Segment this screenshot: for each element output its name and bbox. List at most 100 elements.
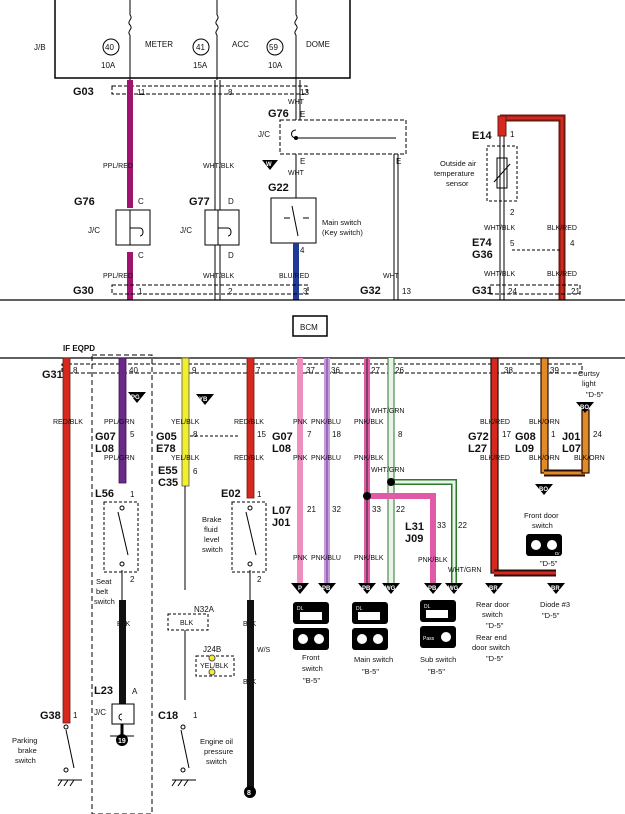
g31-pin-36: 36 bbox=[331, 366, 340, 375]
front-sw-dl: DL bbox=[297, 606, 304, 612]
e02-pin-1: 1 bbox=[257, 490, 262, 499]
column-rear-door: BLK/RED BLK/RED G72 L27 17 BR BR Rear do… bbox=[468, 357, 570, 663]
g31-pin-40: 40 bbox=[129, 366, 138, 375]
fuse-41-name: ACC bbox=[232, 40, 249, 49]
e74-wire-r: BLK/RED bbox=[547, 271, 577, 278]
g31-pin-38: 38 bbox=[504, 366, 513, 375]
l23-pin-a: A bbox=[132, 687, 138, 696]
wire-pnk-blk-3: PNK/BLK bbox=[354, 555, 384, 562]
g38-label: G38 bbox=[40, 710, 61, 722]
g72-label-b: L27 bbox=[468, 443, 487, 455]
g31-top-pin-21: 21 bbox=[571, 287, 580, 296]
j01-label-b: L07 bbox=[562, 443, 581, 455]
g76-top-pin-e: E bbox=[300, 110, 305, 119]
n32a-label: N32A bbox=[194, 605, 215, 614]
courtesy-caption-2: light bbox=[582, 379, 597, 388]
g03-label: G03 bbox=[73, 86, 94, 98]
column-courtesy: BLK/ORN BLK/ORN BLK/ORN G08 L09 1 J01 L0… bbox=[515, 357, 605, 568]
l31-label-a: L31 bbox=[405, 521, 424, 533]
wire-blk-1: BLK bbox=[117, 621, 131, 628]
fuse-40: 40 METER 10A bbox=[101, 0, 173, 80]
wire-pnk-blu-3: PNK/BLU bbox=[311, 555, 341, 562]
wire-ws: W/S bbox=[257, 647, 271, 654]
column-seat-belt: PPL/GRN PPL/GRN PG G07 L08 5 L56 1 2 Sea… bbox=[94, 357, 146, 746]
g72-label-a: G72 bbox=[468, 431, 489, 443]
g22-label: G22 bbox=[268, 182, 289, 194]
g07-label-b: L08 bbox=[95, 443, 114, 455]
main-sw-dl: DL bbox=[356, 606, 363, 612]
g08-pin-1: 1 bbox=[551, 430, 556, 439]
front-door-caption-2: switch bbox=[532, 521, 553, 530]
bo-marker-2-label: BO bbox=[539, 487, 548, 493]
main-sw-caption: Main switch bbox=[354, 655, 393, 664]
e74-wire-l: WHT/BLK bbox=[484, 271, 515, 278]
e02-caption-3: level bbox=[204, 535, 220, 544]
e02-caption-2: fluid bbox=[204, 525, 218, 534]
wire-wht-g32: WHT bbox=[383, 154, 400, 300]
g05-label-b: E78 bbox=[156, 443, 176, 455]
connector-g31-top: G31 24 21 bbox=[472, 284, 581, 297]
fuse-59-amps: 10A bbox=[268, 61, 283, 70]
fuse-40-amps: 10A bbox=[101, 61, 116, 70]
g76-top-jc: J/C bbox=[258, 130, 270, 139]
wire-red-blk-3: RED/BLK bbox=[234, 455, 264, 462]
courtesy-ref: "D-5" bbox=[586, 390, 604, 399]
g32-pin-13: 13 bbox=[402, 287, 411, 296]
connector-g76-top: WHT G76 E J/C E E WHT bbox=[258, 80, 407, 177]
if-eqpd-label: IF EQPD bbox=[63, 344, 95, 353]
j24b-label: J24B bbox=[203, 645, 221, 654]
pb-marker-3: PB bbox=[424, 583, 442, 594]
connector-g30: G30 1 2 3 bbox=[73, 284, 309, 297]
l56-caption-1: Seat bbox=[96, 577, 112, 586]
p-marker: P bbox=[291, 583, 309, 594]
fuse-59-name: DOME bbox=[306, 40, 330, 49]
g31-bottom-label: G31 bbox=[42, 369, 63, 381]
g31-top-pin-24: 24 bbox=[508, 287, 517, 296]
main-pin-22: 22 bbox=[396, 505, 405, 514]
g22-caption-1: Main switch bbox=[322, 218, 361, 227]
ground-19: 19 bbox=[118, 738, 126, 745]
g31-pin-26: 26 bbox=[395, 366, 404, 375]
c18-label: C18 bbox=[158, 710, 178, 722]
column-main-switch: PNK/BLK WHT/GRN PNK/BLK WHT/GRN PNK/BLK … bbox=[352, 358, 481, 676]
g32-label: G32 bbox=[360, 285, 381, 297]
connector-e74: E74 G36 5 4 WHT/BLK BLK/RED bbox=[472, 237, 577, 278]
sub-sw-caption: Sub switch bbox=[420, 655, 456, 664]
g08-label-a: G08 bbox=[515, 431, 536, 443]
w-marker: W bbox=[262, 160, 278, 170]
fuse-59-number: 59 bbox=[269, 43, 278, 52]
wire-ppl-red-label-2: PPL/RED bbox=[103, 273, 133, 280]
br-marker-2: BR bbox=[547, 583, 565, 594]
rear-end-caption-2: door switch bbox=[472, 643, 510, 652]
g30-label: G30 bbox=[73, 285, 94, 297]
g22-main-switch: G22 Main switch (Key switch) 4 BLU/RED bbox=[268, 154, 363, 300]
br-marker-1: BR bbox=[485, 583, 503, 594]
yb-marker: YB bbox=[196, 394, 214, 405]
wire-wht-blk-label-2: WHT/BLK bbox=[203, 273, 234, 280]
wire-pnk-blu-1: PNK/BLU bbox=[311, 419, 341, 426]
column-engine-oil: YEL/BLK YEL/BLK YB G05 E78 8 E55 C35 6 N… bbox=[156, 357, 240, 787]
e55-label-b: C35 bbox=[158, 477, 178, 489]
g31-pin-9: 9 bbox=[192, 366, 197, 375]
e55-label-a: E55 bbox=[158, 465, 178, 477]
courtesy-caption-1: Curtsy bbox=[578, 369, 600, 378]
j01-pin-24: 24 bbox=[593, 430, 602, 439]
wire-blk-orn-3: BLK/ORN bbox=[574, 455, 605, 462]
fuse-41-number: 41 bbox=[196, 43, 205, 52]
wire-ppl-grn-2: PPL/GRN bbox=[104, 455, 135, 462]
l23-label: L23 bbox=[94, 685, 113, 697]
g08-label-b: L09 bbox=[515, 443, 534, 455]
rear-door-caption-2: switch bbox=[482, 610, 503, 619]
l56-caption-2: belt bbox=[96, 587, 109, 596]
e14-sensor: E14 1 2 Outside air temperature sensor W… bbox=[434, 114, 577, 300]
p-marker-label: P bbox=[298, 586, 302, 592]
g31-pin-37: 37 bbox=[306, 366, 315, 375]
front-door-dr: Dr bbox=[555, 551, 560, 556]
main-sw-ref: "B-5" bbox=[362, 667, 379, 676]
wire-pnk-1: PNK bbox=[293, 419, 308, 426]
main-pin-33: 33 bbox=[372, 505, 381, 514]
e02-caption-1: Brake bbox=[202, 515, 222, 524]
j24b-wire: YEL/BLK bbox=[200, 663, 229, 670]
connector-g76-mid: G76 C C J/C bbox=[74, 196, 151, 260]
wire-pnk-blk-1: PNK/BLK bbox=[354, 419, 384, 426]
